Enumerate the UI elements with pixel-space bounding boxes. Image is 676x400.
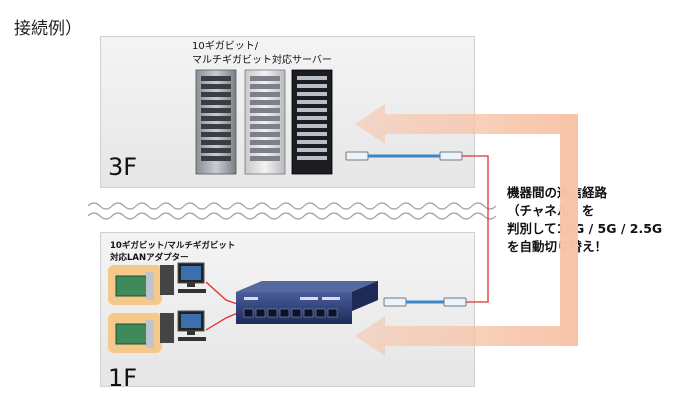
floor-1f-panel xyxy=(100,232,475,387)
server-caption-line-2: マルチギガビット対応サーバー xyxy=(192,55,332,66)
floor-break-wave xyxy=(87,202,497,220)
lan-adapter-card-2 xyxy=(108,313,162,353)
callout-line-3: 判別して10G / 5G / 2.5G xyxy=(507,221,663,236)
pc-switch-links xyxy=(205,281,241,331)
floor-3f-label: 3F xyxy=(108,153,138,181)
callout-line-1: 機器間の通信経路 xyxy=(507,185,608,200)
adapter-caption-line-2: 対応LANアダプター xyxy=(110,253,189,263)
server-caption-line-1: 10ギガビット/ xyxy=(192,41,259,52)
server-rack-3 xyxy=(291,69,333,175)
pc-icon-2 xyxy=(160,310,206,343)
callout-line-4: を自動切り替え！ xyxy=(507,239,608,254)
upper-lan-cable xyxy=(345,151,489,303)
floor-3f-panel xyxy=(100,36,475,188)
adapter-caption-line-1: 10ギガビット/マルチギガビット xyxy=(110,241,236,251)
floor-1f-label: 1F xyxy=(108,364,138,392)
server-rack-1 xyxy=(195,69,237,175)
pc-icon-1 xyxy=(160,262,206,295)
lan-adapter-card-1 xyxy=(108,265,162,305)
network-switch xyxy=(236,281,378,324)
server-rack-2 xyxy=(244,69,286,175)
server-caption: 10ギガビット/ マルチギガビット対応サーバー xyxy=(192,40,332,68)
adapter-caption: 10ギガビット/マルチギガビット 対応LANアダプター xyxy=(110,240,235,264)
bidirectional-arrow xyxy=(355,104,578,356)
lower-lan-cable xyxy=(383,297,467,307)
page-title: 接続例） xyxy=(14,19,82,39)
